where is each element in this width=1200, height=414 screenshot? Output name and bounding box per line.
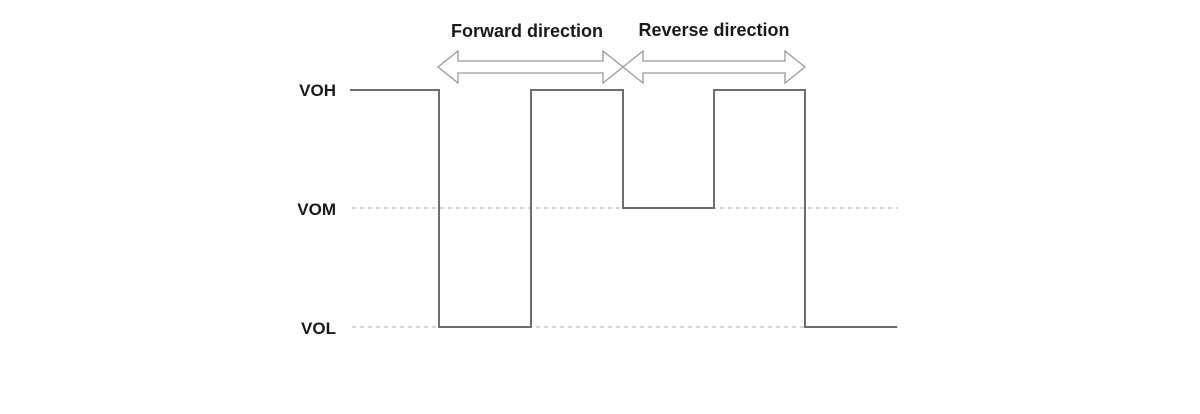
vom-label: VOM [297, 200, 336, 219]
reverse-direction-label: Reverse direction [638, 20, 789, 40]
reverse-direction-arrow [621, 49, 807, 85]
vol-label: VOL [301, 319, 336, 338]
forward-direction-arrow [436, 49, 625, 85]
voh-label: VOH [299, 81, 336, 100]
output-waveform [350, 89, 897, 328]
forward-direction-label: Forward direction [451, 21, 603, 41]
